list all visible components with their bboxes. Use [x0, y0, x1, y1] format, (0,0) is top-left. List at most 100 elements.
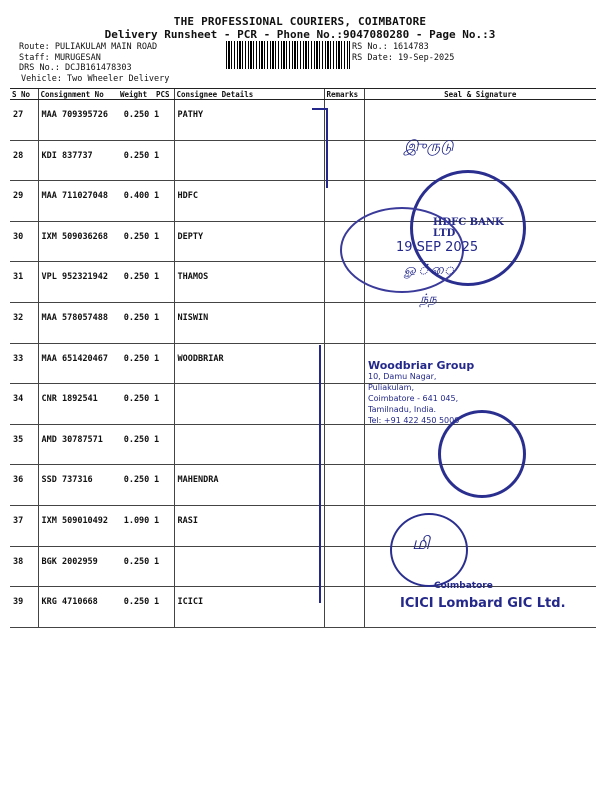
col-consignment: Consignment No [38, 89, 118, 100]
row-consignment-no: BGK 2002959 [38, 546, 118, 587]
signature-tamil: இுருடு [404, 137, 454, 157]
staff-text: Staff: MURUGESAN [19, 53, 157, 64]
row-sno: 34 [10, 384, 38, 425]
runsheet-meta-right: RS No.: 1614783 RS Date: 19-Sep-2025 [352, 42, 454, 63]
row-consignee: DEPTY [174, 221, 324, 262]
row-consignment-no: KDI 837737 [38, 140, 118, 181]
row-consignment-no: SSD 737316 [38, 465, 118, 506]
table-row: 33MAA 6514204670.2501WOODBRIAR [10, 343, 596, 384]
woodbriar-stamp-line: Tamilnadu, India. [368, 404, 474, 415]
row-consignment-no: AMD 30787571 [38, 424, 118, 465]
col-sno: S No [10, 89, 38, 100]
row-sno: 37 [10, 505, 38, 546]
row-consignment-no: MAA 711027048 [38, 181, 118, 222]
row-remarks [324, 587, 364, 628]
row-weight: 0.400 [118, 181, 154, 222]
row-sno: 27 [10, 100, 38, 141]
signature: ந்ந௉ [420, 292, 437, 308]
row-consignee: WOODBRIAR [174, 343, 324, 384]
table-row: 37IXM 5090104921.0901RASI [10, 505, 596, 546]
col-weight: Weight [118, 89, 154, 100]
row-sno: 30 [10, 221, 38, 262]
handwritten-bracket [305, 345, 321, 603]
row-consignment-no: MAA 578057488 [38, 302, 118, 343]
row-consignment-no: IXM 509036268 [38, 221, 118, 262]
icici-stamp-city: Coimbatore [434, 581, 493, 591]
row-seal-signature [364, 100, 596, 141]
table-row: 27MAA 7093957260.2501PATHY [10, 100, 596, 141]
row-pcs: 1 [154, 465, 174, 506]
row-consignee: RASI [174, 505, 324, 546]
table-row: 28KDI 8377370.2501 [10, 140, 596, 181]
row-consignee [174, 140, 324, 181]
col-consignee: Consignee Details [174, 89, 324, 100]
row-sno: 29 [10, 181, 38, 222]
row-consignee [174, 546, 324, 587]
row-weight: 0.250 [118, 221, 154, 262]
row-consignment-no: IXM 509010492 [38, 505, 118, 546]
row-consignee: NISWIN [174, 302, 324, 343]
row-pcs: 1 [154, 140, 174, 181]
row-sno: 33 [10, 343, 38, 384]
row-pcs: 1 [154, 505, 174, 546]
woodbriar-stamp-line: Woodbriar Group [368, 360, 474, 371]
col-remarks: Remarks [324, 89, 364, 100]
row-consignment-no: VPL 952321942 [38, 262, 118, 303]
row-remarks [324, 140, 364, 181]
row-consignee: HDFC [174, 181, 324, 222]
table-header-row: S No Consignment No Weight PCS Consignee… [10, 89, 596, 100]
row-sno: 35 [10, 424, 38, 465]
drs-number: DRS No.: DCJB161478303 [19, 63, 157, 74]
row-seal-signature [364, 302, 596, 343]
row-sno: 31 [10, 262, 38, 303]
row-weight: 0.250 [118, 140, 154, 181]
vehicle-text: Vehicle: Two Wheeler Delivery [21, 74, 169, 84]
row-remarks [324, 546, 364, 587]
row-sno: 28 [10, 140, 38, 181]
row-sno: 38 [10, 546, 38, 587]
row-sno: 32 [10, 302, 38, 343]
signature: ௐ்ை [404, 262, 454, 280]
delivery-table: S No Consignment No Weight PCS Consignee… [10, 88, 596, 628]
row-weight: 0.250 [118, 262, 154, 303]
row-pcs: 1 [154, 343, 174, 384]
row-consignee: ICICI [174, 587, 324, 628]
page-subtitle: Delivery Runsheet - PCR - Phone No.:9047… [0, 28, 600, 41]
row-consignee: MAHENDRA [174, 465, 324, 506]
row-remarks [324, 100, 364, 141]
row-remarks [324, 465, 364, 506]
row-pcs: 1 [154, 302, 174, 343]
row-consignment-no: MAA 709395726 [38, 100, 118, 141]
row-remarks [324, 505, 364, 546]
icici-lombard-stamp: ICICI Lombard GIC Ltd. [400, 596, 566, 611]
row-consignee [174, 384, 324, 425]
row-consignment-no: MAA 651420467 [38, 343, 118, 384]
row-remarks [324, 343, 364, 384]
row-remarks [324, 181, 364, 222]
row-sno: 39 [10, 587, 38, 628]
mahendra-company-seal [438, 410, 526, 498]
row-pcs: 1 [154, 221, 174, 262]
row-remarks [324, 424, 364, 465]
route-text: Route: PULIAKULAM MAIN ROAD [19, 42, 157, 53]
row-pcs: 1 [154, 424, 174, 465]
row-weight: 0.250 [118, 424, 154, 465]
table-row: 32MAA 5780574880.2501NISWIN [10, 302, 596, 343]
barcode [226, 41, 350, 69]
runsheet-meta-left: Route: PULIAKULAM MAIN ROAD Staff: MURUG… [19, 42, 157, 74]
row-pcs: 1 [154, 100, 174, 141]
woodbriar-stamp-line: 10, Damu Nagar, [368, 371, 474, 382]
rs-date: RS Date: 19-Sep-2025 [352, 53, 454, 64]
received-date-stamp: 19 SEP 2025 [396, 240, 478, 255]
row-pcs: 1 [154, 262, 174, 303]
row-pcs: 1 [154, 384, 174, 425]
row-weight: 0.250 [118, 100, 154, 141]
row-pcs: 1 [154, 181, 174, 222]
page-title: THE PROFESSIONAL COURIERS, COIMBATORE [0, 15, 600, 28]
row-weight: 0.250 [118, 546, 154, 587]
row-weight: 0.250 [118, 384, 154, 425]
row-consignee: THAMOS [174, 262, 324, 303]
signature: மி [412, 533, 430, 556]
row-weight: 0.250 [118, 343, 154, 384]
row-weight: 1.090 [118, 505, 154, 546]
